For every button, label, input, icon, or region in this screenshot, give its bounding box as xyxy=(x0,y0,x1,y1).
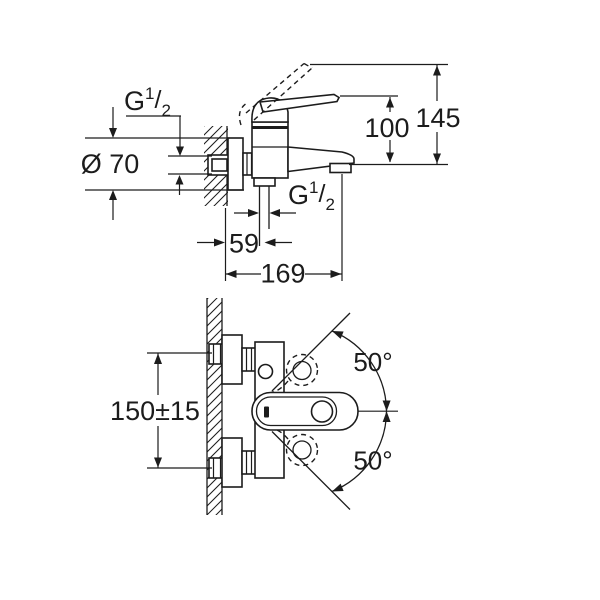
dim-connection-spacing: 150±15 xyxy=(110,352,212,469)
wall-thread-label: G1/2 xyxy=(124,84,171,120)
outlet-offset-text: 59 xyxy=(229,229,259,259)
mixer-body xyxy=(251,121,289,179)
side-view: G1/2 Ø 70 100 145 xyxy=(81,62,461,289)
dome-raised-dashed xyxy=(238,102,248,126)
dim-lever-height: 100 xyxy=(340,95,411,163)
shower-outlet-stub xyxy=(253,177,276,187)
spout-inner-outline xyxy=(255,396,338,427)
faucet-front xyxy=(208,334,359,488)
spout xyxy=(287,146,355,173)
dim-outlet-thread: G1/2 xyxy=(234,178,335,217)
swivel-angle-lower-text: 50° xyxy=(353,446,392,476)
spout-slot-mark xyxy=(264,406,269,418)
flange-diameter-text: Ø 70 xyxy=(81,149,140,179)
upper-swivel-line xyxy=(271,312,351,392)
lower-escutcheon xyxy=(221,437,243,488)
faucet-side-profile xyxy=(207,62,355,246)
outlet-upper-position-dashed xyxy=(285,353,319,387)
connection-spacing-text: 150±15 xyxy=(110,396,200,426)
outlet-thread-label: G1/2 xyxy=(288,178,335,214)
lever-height-text: 100 xyxy=(364,113,409,143)
front-view: 150±15 50° 50° xyxy=(110,298,398,515)
dim-outlet-offset: 59 xyxy=(197,229,292,259)
lower-swivel-line xyxy=(271,431,351,510)
aerator-front xyxy=(310,400,334,423)
aerator xyxy=(329,162,352,174)
dim-spout-reach: 169 xyxy=(224,174,343,289)
outlet-lower-position-dashed xyxy=(285,433,319,467)
lower-union-nut xyxy=(241,450,257,475)
shower-outlet-pipe xyxy=(258,186,270,246)
escutcheon-flange xyxy=(227,137,244,191)
lever-handle xyxy=(258,93,341,113)
dim-overall-height: 145 xyxy=(310,63,461,166)
wall-section-front xyxy=(206,298,223,515)
swivel-angle-upper-text: 50° xyxy=(353,347,392,377)
wall-union-socket-inner xyxy=(211,158,228,172)
upper-union-nut xyxy=(241,347,257,372)
dim-flange-diameter: Ø 70 xyxy=(81,107,244,220)
lever-raised-dashed xyxy=(245,62,313,121)
spout-reach-text: 169 xyxy=(260,259,305,289)
upper-escutcheon xyxy=(221,334,243,385)
diverter-knob xyxy=(257,363,274,380)
dim-wall-thread: G1/2 xyxy=(124,84,212,195)
dim-swivel-angles: 50° 50° xyxy=(271,312,398,510)
swivel-arc xyxy=(331,330,388,493)
overall-height-text: 145 xyxy=(415,103,460,133)
